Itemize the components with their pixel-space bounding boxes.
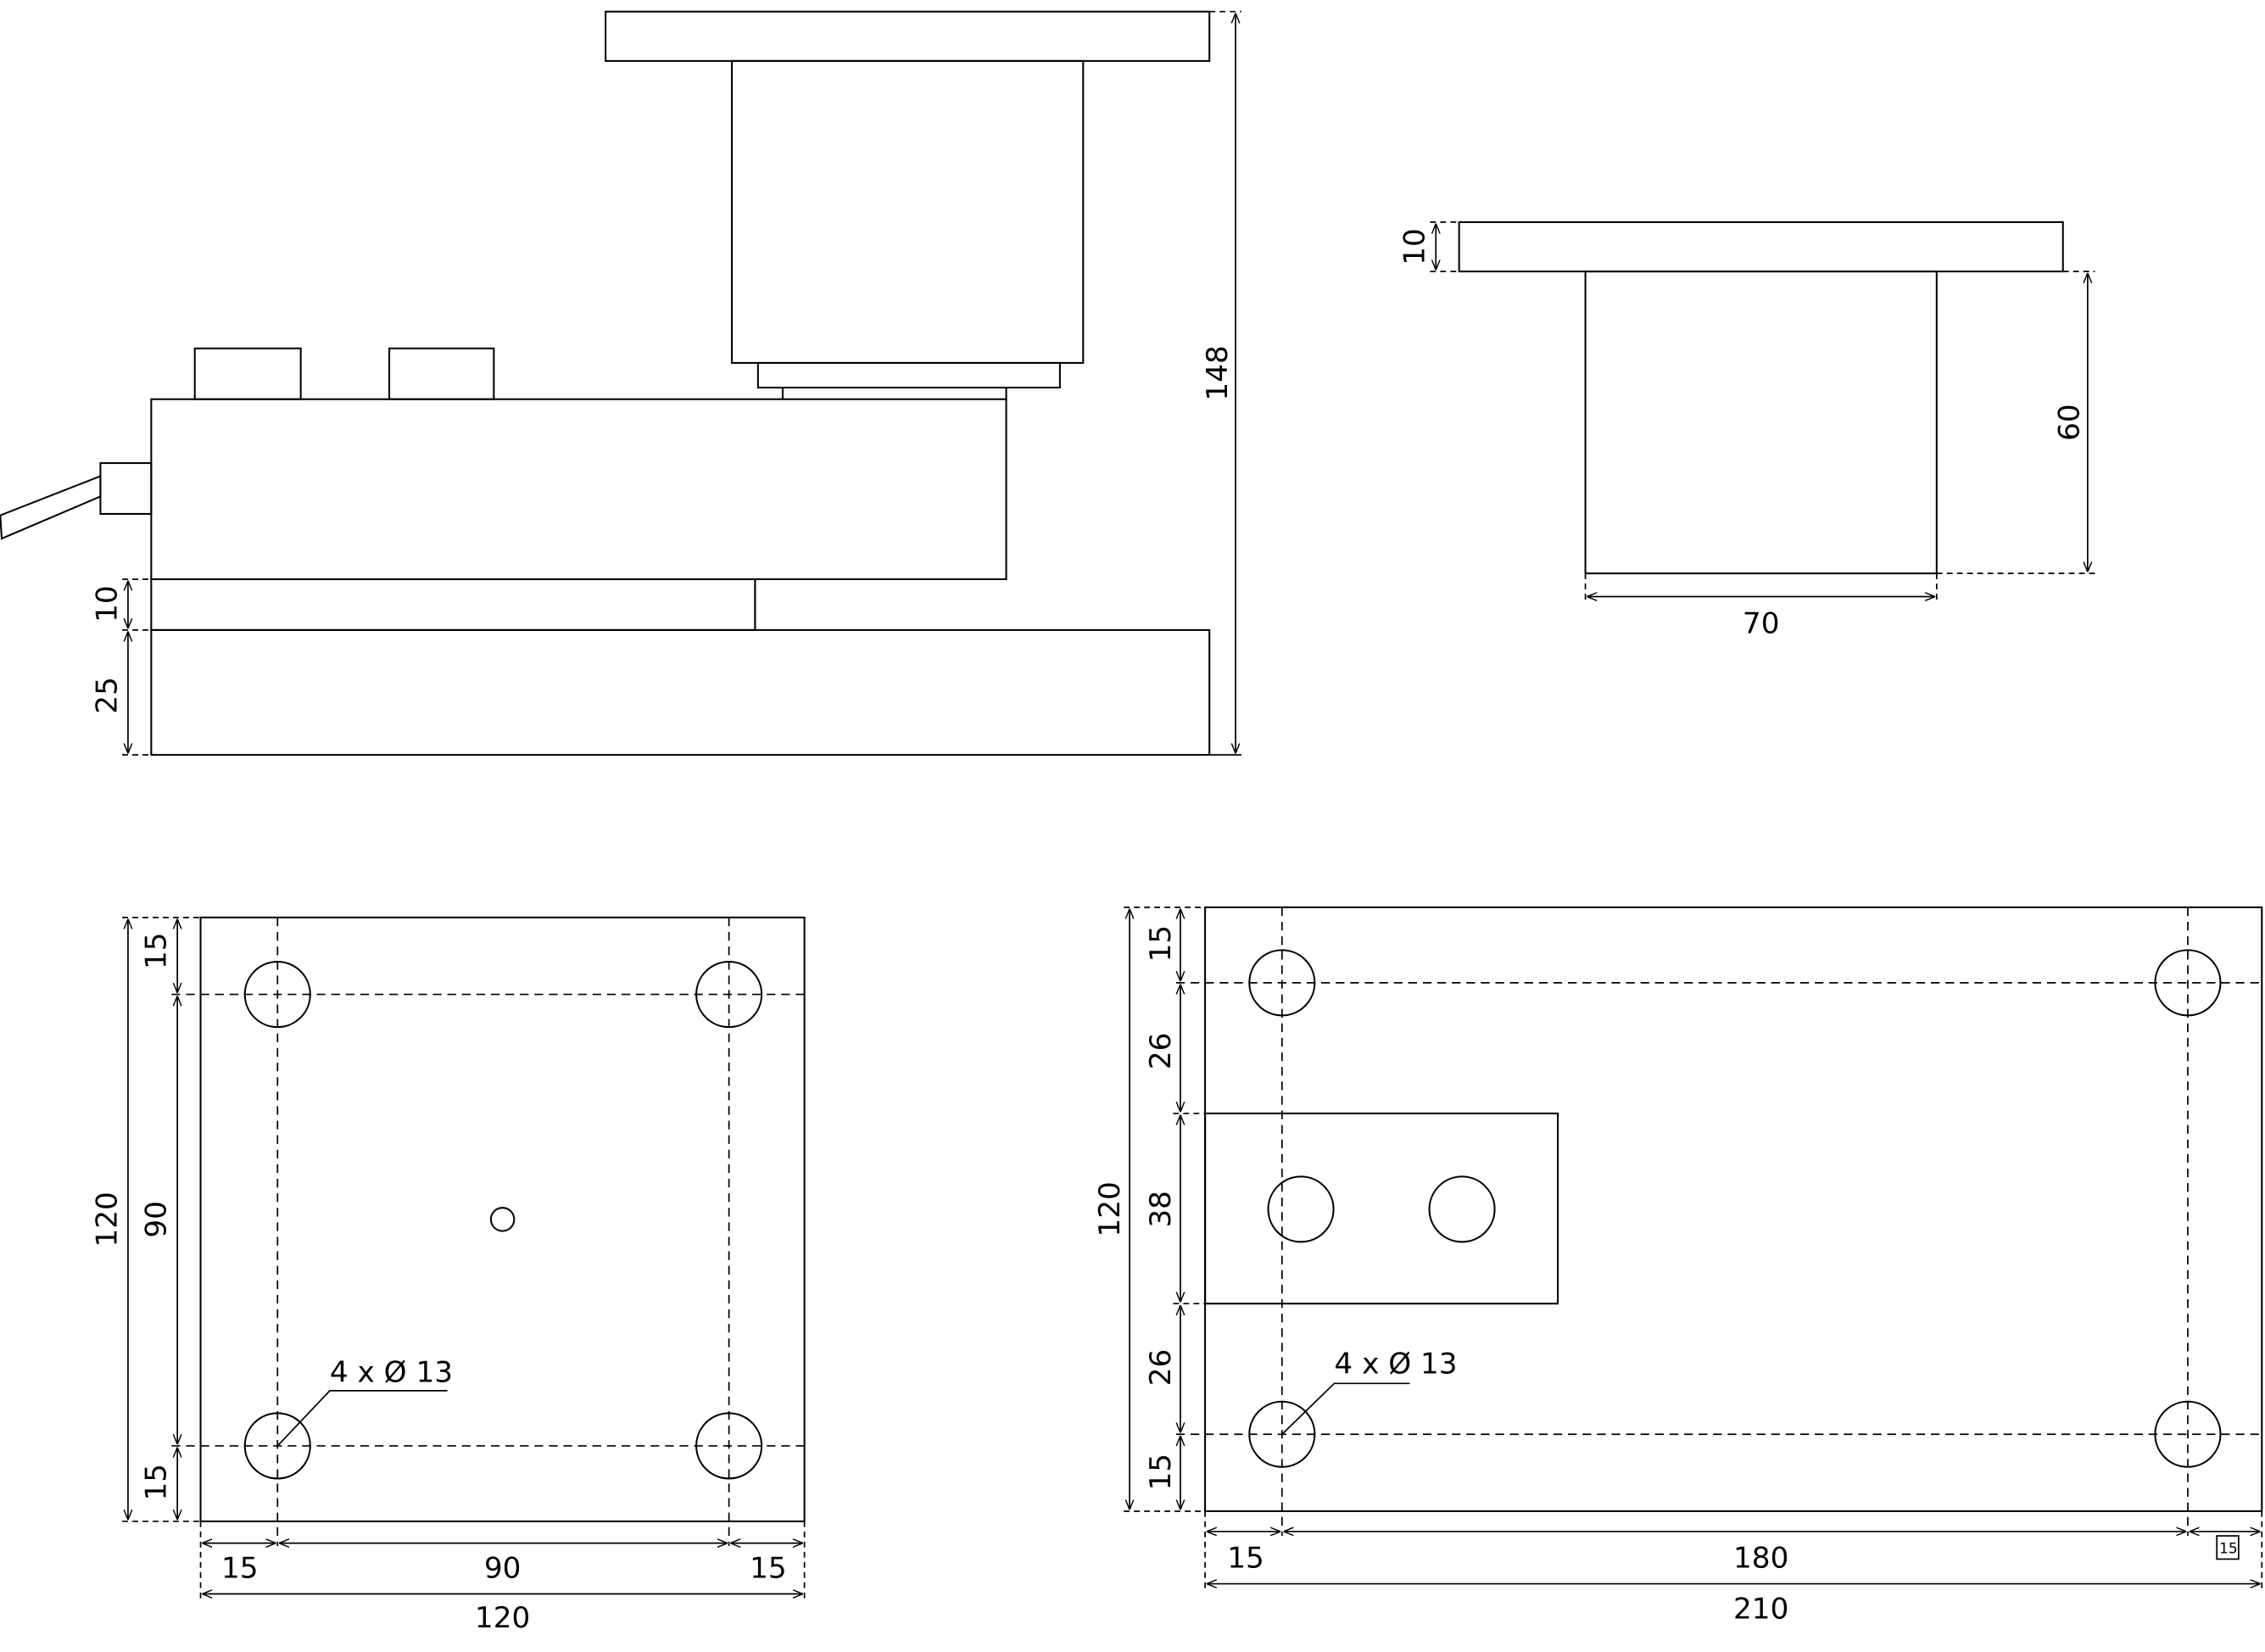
square-hole-bl xyxy=(243,1412,311,1480)
rect-load-cell-outline xyxy=(1204,1112,1559,1305)
rect-plate xyxy=(1204,906,2263,1512)
label-rect-bottom-15a: 15 xyxy=(1227,1542,1264,1576)
side-base-plate xyxy=(150,628,1211,756)
label-sq-left-90: 90 xyxy=(139,1201,173,1238)
label-front-70: 70 xyxy=(1743,606,1780,640)
front-view xyxy=(1458,220,2064,575)
rect-hole-bl xyxy=(1248,1400,1316,1468)
label-sq-hole-note: 4 x Ø 13 xyxy=(330,1356,453,1390)
rect-bolt-2 xyxy=(1428,1175,1496,1243)
square-plan-view xyxy=(171,916,806,1547)
rect-hole-br xyxy=(2154,1400,2222,1468)
label-side-25: 25 xyxy=(90,677,124,714)
front-top-plate xyxy=(1458,220,2064,273)
rect-bolt-1 xyxy=(1267,1175,1335,1243)
side-cable xyxy=(0,474,102,540)
label-sq-bottom-15a: 15 xyxy=(221,1552,259,1586)
side-column xyxy=(731,59,1085,364)
label-front-60: 60 xyxy=(2053,404,2087,441)
label-side-148: 148 xyxy=(1201,345,1235,400)
label-sq-left-15a: 15 xyxy=(139,932,173,969)
rect-plan-view xyxy=(1175,906,2263,1537)
side-bolt-head-1 xyxy=(193,347,302,400)
front-dimensions xyxy=(1430,221,2095,605)
side-load-cell-body xyxy=(150,398,1007,581)
rect-hole-tr xyxy=(2154,949,2222,1017)
square-plate xyxy=(199,916,806,1522)
front-body xyxy=(1584,271,1938,575)
rect-dimensions xyxy=(1124,907,2263,1590)
square-hole-leader xyxy=(276,1390,448,1447)
rect-small-label-box xyxy=(2216,1535,2240,1560)
label-side-10: 10 xyxy=(90,585,124,622)
label-sq-bottom-90: 90 xyxy=(484,1552,522,1586)
label-rect-left-15a: 15 xyxy=(1144,925,1178,963)
label-rect-hole-note: 4 x Ø 13 xyxy=(1334,1347,1457,1381)
label-sq-left-15b: 15 xyxy=(139,1464,173,1501)
label-rect-bottom-total: 210 xyxy=(1733,1593,1788,1627)
label-rect-left-26b: 26 xyxy=(1144,1349,1178,1387)
label-sq-bottom-total: 120 xyxy=(475,1601,530,1635)
square-hole-tl xyxy=(243,961,311,1029)
label-sq-bottom-15b: 15 xyxy=(750,1552,787,1586)
label-rect-left-total: 120 xyxy=(1093,1181,1127,1236)
side-view xyxy=(0,10,1211,756)
square-hole-tr xyxy=(695,961,763,1029)
side-column-foot xyxy=(756,361,1061,389)
rect-hole-tl xyxy=(1248,949,1316,1017)
label-sq-left-total: 120 xyxy=(90,1192,124,1247)
square-hole-br xyxy=(695,1412,763,1480)
label-rect-left-26a: 26 xyxy=(1144,1033,1178,1070)
rect-hole-leader xyxy=(1281,1382,1410,1435)
square-dimensions xyxy=(122,916,806,1600)
square-center-pin xyxy=(489,1207,516,1232)
side-cable-gland xyxy=(99,462,153,515)
label-rect-bottom-15b: 15 xyxy=(2219,1541,2238,1558)
side-bolt-head-2 xyxy=(388,347,495,400)
label-front-10: 10 xyxy=(1398,228,1432,265)
label-rect-left-38: 38 xyxy=(1144,1191,1178,1228)
label-rect-left-15b: 15 xyxy=(1144,1454,1178,1491)
label-rect-bottom-180: 180 xyxy=(1733,1542,1788,1576)
side-dimensions xyxy=(122,10,1241,756)
side-top-plate xyxy=(605,10,1211,62)
side-spacer xyxy=(150,578,756,631)
